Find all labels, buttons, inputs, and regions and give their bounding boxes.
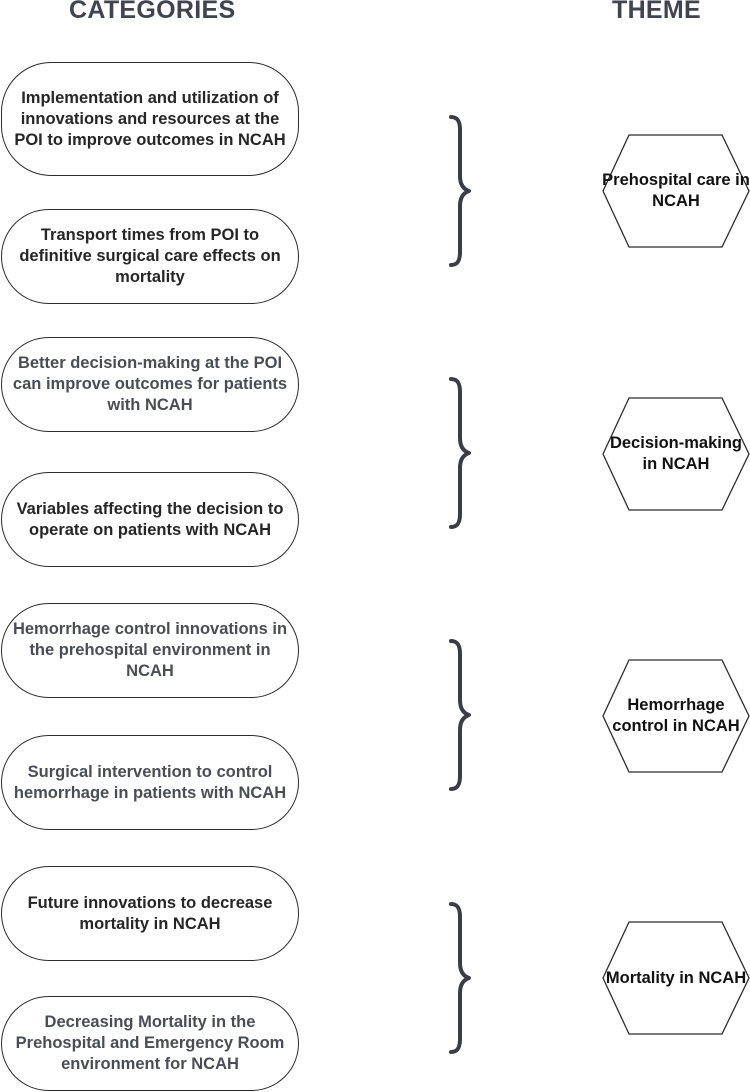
theme-header: THEME — [612, 0, 701, 24]
category-box: Decreasing Mortality in the Prehospital … — [1, 996, 299, 1091]
category-label: Better decision-making at the POI can im… — [12, 354, 288, 414]
category-label: Decreasing Mortality in the Prehospital … — [15, 1013, 285, 1073]
curly-brace — [449, 639, 471, 791]
category-box: Future innovations to decrease mortality… — [1, 866, 299, 961]
curly-brace — [449, 377, 471, 529]
theme-hexagon: Decision-making in NCAH — [601, 397, 750, 511]
category-box: Implementation and utilization of innova… — [1, 62, 299, 176]
category-label: Implementation and utilization of innova… — [14, 88, 286, 149]
theme-label: Mortality in NCAH — [605, 968, 747, 987]
category-label: Hemorrhage control innovations in the pr… — [12, 620, 288, 680]
theme-label: Decision-making in NCAH — [609, 434, 743, 473]
category-box: Better decision-making at the POI can im… — [1, 337, 299, 432]
theme-label: Hemorrhage control in NCAH — [612, 696, 740, 735]
category-label: Variables affecting the decision to oper… — [16, 499, 284, 539]
theme-hexagon: Hemorrhage control in NCAH — [601, 659, 750, 773]
curly-brace — [449, 902, 471, 1054]
categories-header: CATEGORIES — [69, 0, 236, 24]
category-box: Transport times from POI to definitive s… — [1, 209, 299, 304]
theme-label: Prehospital care in NCAH — [602, 171, 750, 210]
category-label: Transport times from POI to definitive s… — [19, 226, 281, 286]
category-label: Surgical intervention to control hemorrh… — [13, 762, 287, 802]
category-box: Hemorrhage control innovations in the pr… — [1, 603, 299, 698]
category-box: Variables affecting the decision to oper… — [1, 472, 299, 567]
category-label: Future innovations to decrease mortality… — [27, 893, 273, 933]
curly-brace — [449, 115, 471, 267]
category-box: Surgical intervention to control hemorrh… — [1, 735, 299, 830]
theme-hexagon: Mortality in NCAH — [601, 921, 750, 1035]
theme-hexagon: Prehospital care in NCAH — [601, 134, 750, 248]
